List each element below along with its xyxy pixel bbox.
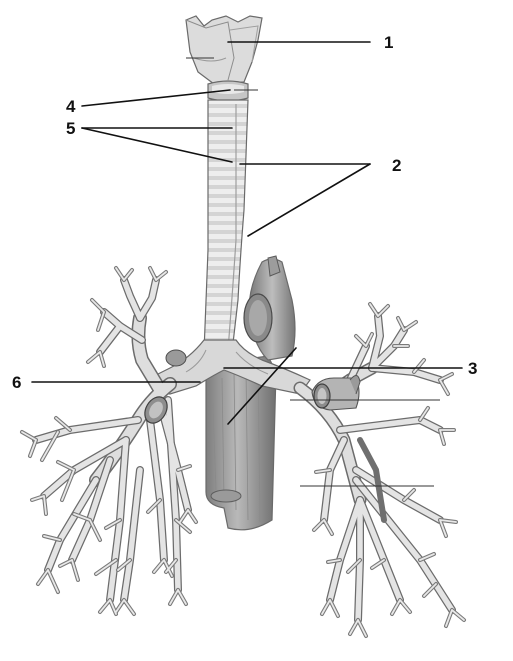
label-2: 2 [392, 156, 401, 175]
trachea [204, 100, 248, 352]
label-4: 4 [66, 97, 76, 116]
label-3: 3 [468, 359, 477, 378]
leader-2b [248, 164, 370, 236]
aortic-arch-vessel [244, 256, 295, 360]
left-bronchial-tree [300, 304, 464, 636]
label-1: 1 [384, 33, 393, 52]
label-6: 6 [12, 373, 21, 392]
right-bronchial-tree [22, 268, 196, 614]
label-5: 5 [66, 119, 75, 138]
